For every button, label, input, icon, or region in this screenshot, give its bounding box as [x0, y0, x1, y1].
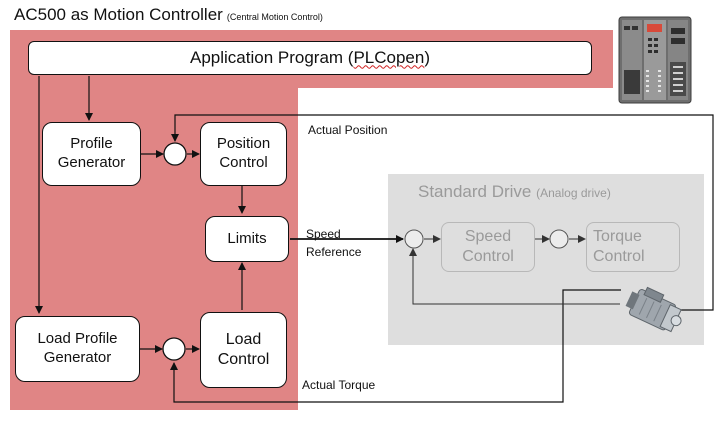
- standard-drive-title: Standard Drive (Analog drive): [418, 182, 611, 201]
- arrow-speed-feedback: [409, 248, 620, 305]
- application-program-block: Application Program (PLCopen): [28, 41, 592, 75]
- servo-motor-icon: [625, 286, 682, 333]
- label-actual-position: Actual Position: [308, 123, 388, 137]
- sum-junction-load: [162, 337, 186, 361]
- arrow-actual-position: [171, 114, 714, 311]
- plc-device-icon: [618, 16, 692, 104]
- title-main-text: AC500 as Motion Controller: [14, 5, 223, 24]
- standard-drive-subtitle: (Analog drive): [536, 186, 611, 200]
- arrow-actual-torque: [170, 289, 621, 403]
- label-speed-reference: Speed Reference: [306, 227, 362, 259]
- sum-junction-drive-torque: [549, 229, 569, 249]
- title-subtitle: (Central Motion Control): [226, 12, 323, 22]
- application-program-label: Application Program (PLCopen): [189, 48, 431, 68]
- limits-block: Limits: [205, 216, 289, 262]
- diagram-title: AC500 as Motion Controller(Central Motio…: [14, 5, 323, 25]
- sum-junction-drive-speed: [404, 229, 424, 249]
- sum-junction-position: [163, 142, 187, 166]
- label-actual-torque: Actual Torque: [302, 378, 376, 392]
